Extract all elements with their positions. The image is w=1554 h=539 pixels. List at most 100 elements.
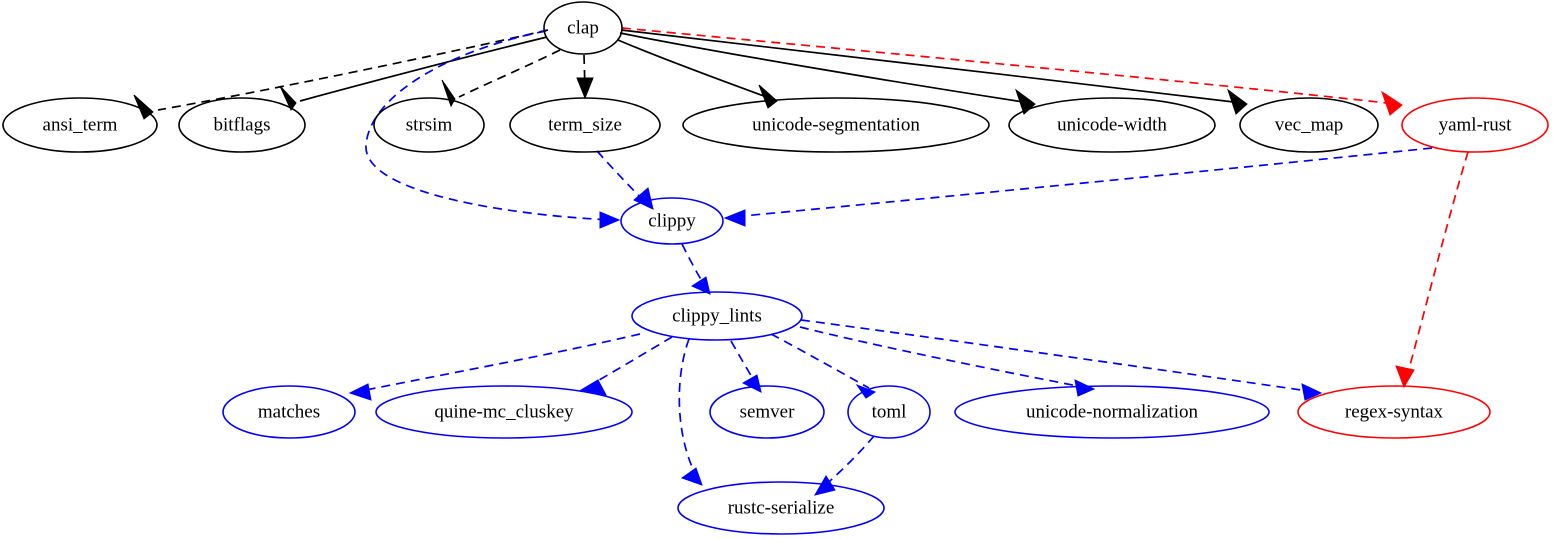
graph-node-ansi_term[interactable]: ansi_term xyxy=(2,97,158,153)
node-ellipse-unicode-width[interactable] xyxy=(1008,97,1216,153)
node-ellipse-regex-syntax[interactable] xyxy=(1297,385,1491,439)
arrowhead-icon xyxy=(1074,379,1096,397)
graph-node-yaml-rust[interactable]: yaml-rust xyxy=(1401,97,1549,153)
graph-edge-term_size-to-clippy xyxy=(596,150,654,210)
edge-line xyxy=(620,29,1243,104)
edges-layer xyxy=(133,27,1469,496)
node-label-toml: toml xyxy=(872,401,907,422)
node-label-ansi_term: ansi_term xyxy=(43,114,118,135)
node-label-unicode-normalization: unicode-normalization xyxy=(1026,401,1198,422)
graph-edge-clap-to-unicode-segmentation xyxy=(617,39,778,109)
arrowhead-icon xyxy=(813,475,836,496)
graph-node-term_size[interactable]: term_size xyxy=(509,97,661,153)
arrowhead-icon xyxy=(1301,383,1323,401)
arrowhead-icon xyxy=(633,187,654,210)
graph-edge-toml-to-rustc-serialize xyxy=(813,435,875,496)
node-ellipse-unicode-segmentation[interactable] xyxy=(682,97,990,153)
graph-edge-yaml-rust-to-regex-syntax xyxy=(1395,151,1469,389)
graph-edge-clippy_lints-to-matches xyxy=(348,333,641,401)
node-ellipse-unicode-normalization[interactable] xyxy=(954,385,1270,439)
node-ellipse-clap[interactable] xyxy=(543,1,623,55)
edge-line xyxy=(770,333,870,389)
graph-node-clippy[interactable]: clippy xyxy=(620,197,724,245)
graph-node-matches[interactable]: matches xyxy=(222,385,356,439)
graph-node-bitflags[interactable]: bitflags xyxy=(178,97,306,153)
edge-line xyxy=(617,39,773,100)
node-ellipse-quine-mc_cluskey[interactable] xyxy=(375,385,633,439)
node-label-term_size: term_size xyxy=(548,114,622,135)
graph-node-unicode-normalization[interactable]: unicode-normalization xyxy=(954,385,1270,439)
edge-line xyxy=(299,36,548,102)
node-ellipse-clippy_lints[interactable] xyxy=(631,291,803,341)
node-label-unicode-width: unicode-width xyxy=(1057,114,1167,135)
arrowhead-icon xyxy=(1395,365,1415,389)
node-label-yaml-rust: yaml-rust xyxy=(1439,114,1513,135)
node-ellipse-vec_map[interactable] xyxy=(1239,97,1379,153)
node-label-rustc-serialize: rustc-serialize xyxy=(728,497,835,518)
graph-node-strsim[interactable]: strsim xyxy=(373,97,485,153)
node-label-clap: clap xyxy=(567,17,599,38)
graph-node-unicode-width[interactable]: unicode-width xyxy=(1008,97,1216,153)
arrowhead-icon xyxy=(579,379,607,396)
graph-node-regex-syntax[interactable]: regex-syntax xyxy=(1297,385,1491,439)
node-label-clippy_lints: clippy_lints xyxy=(672,305,762,326)
edge-line xyxy=(157,29,549,111)
graph-node-semver[interactable]: semver xyxy=(709,385,825,439)
edge-line xyxy=(621,27,1397,105)
node-ellipse-ansi_term[interactable] xyxy=(2,97,158,153)
graph-edge-clap-to-vec_map xyxy=(620,29,1248,115)
graph-edge-clippy_lints-to-toml xyxy=(770,333,877,399)
node-ellipse-clippy[interactable] xyxy=(620,197,724,245)
arrowhead-icon xyxy=(599,211,621,229)
arrowhead-icon xyxy=(690,276,711,295)
graph-node-toml[interactable]: toml xyxy=(847,385,931,439)
edge-line xyxy=(365,30,614,221)
arrowhead-icon xyxy=(576,77,594,100)
graph-edge-clippy_lints-to-regex-syntax xyxy=(800,319,1323,401)
edge-line xyxy=(586,336,673,388)
edge-line xyxy=(619,32,1031,104)
arrowhead-icon xyxy=(758,84,778,109)
node-label-clippy: clippy xyxy=(648,210,696,231)
edge-line xyxy=(731,147,1433,218)
graph-edge-clippy_lints-to-unicode-normalization xyxy=(799,326,1096,397)
arrowhead-icon xyxy=(279,85,297,111)
graph-node-rustc-serialize[interactable]: rustc-serialize xyxy=(677,481,885,535)
arrowhead-icon xyxy=(348,383,372,401)
graph-edge-clap-to-term_size xyxy=(576,54,594,100)
graph-edge-clap-to-yaml-rust xyxy=(621,27,1403,116)
edge-line xyxy=(799,326,1089,389)
graph-node-clap[interactable]: clap xyxy=(543,1,623,55)
arrowhead-icon xyxy=(441,79,456,108)
arrowhead-icon xyxy=(680,467,703,486)
node-ellipse-term_size[interactable] xyxy=(509,97,661,153)
edge-line xyxy=(458,49,561,98)
edge-line xyxy=(1405,151,1469,381)
node-ellipse-semver[interactable] xyxy=(709,385,825,439)
graph-edge-clippy_lints-to-quine-mc_cluskey xyxy=(579,336,673,396)
node-ellipse-strsim[interactable] xyxy=(373,97,485,153)
node-label-matches: matches xyxy=(258,401,320,422)
edge-line xyxy=(355,333,641,393)
node-label-bitflags: bitflags xyxy=(214,114,271,135)
edge-line xyxy=(819,435,875,491)
arrowhead-icon xyxy=(1227,88,1248,115)
graph-edge-clap-to-unicode-width xyxy=(619,32,1036,115)
graph-edge-clippy_lints-to-rustc-serialize xyxy=(678,338,703,486)
node-ellipse-bitflags[interactable] xyxy=(178,97,306,153)
graph-node-unicode-segmentation[interactable]: unicode-segmentation xyxy=(682,97,990,153)
node-label-quine-mc_cluskey: quine-mc_cluskey xyxy=(434,401,574,422)
node-ellipse-toml[interactable] xyxy=(847,385,931,439)
graph-node-vec_map[interactable]: vec_map xyxy=(1239,97,1379,153)
node-ellipse-rustc-serialize[interactable] xyxy=(677,481,885,535)
node-ellipse-matches[interactable] xyxy=(222,385,356,439)
graph-node-quine-mc_cluskey[interactable]: quine-mc_cluskey xyxy=(375,385,633,439)
graph-edge-yaml-rust-to-clippy xyxy=(723,147,1433,227)
node-ellipse-yaml-rust[interactable] xyxy=(1401,97,1549,153)
arrowhead-icon xyxy=(741,374,762,393)
graph-node-clippy_lints[interactable]: clippy_lints xyxy=(631,291,803,341)
graph-edge-clap-to-clippy xyxy=(365,30,621,229)
